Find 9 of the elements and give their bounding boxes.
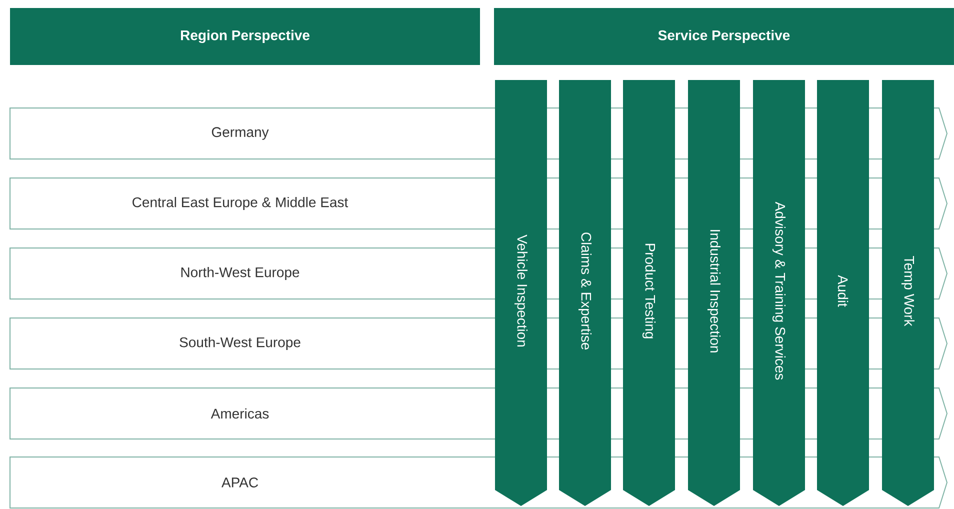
service-column: Temp Work	[882, 80, 934, 506]
header-bar: Region Perspective	[10, 8, 480, 65]
service-column: Industrial Inspection	[688, 80, 740, 506]
service-column: Vehicle Inspection	[495, 80, 547, 506]
header-bar: Service Perspective	[494, 8, 954, 65]
service-column: Audit	[817, 80, 869, 506]
service-column: Product Testing	[623, 80, 675, 506]
service-column: Claims & Expertise	[559, 80, 611, 506]
service-column: Advisory & Training Services	[753, 80, 805, 506]
